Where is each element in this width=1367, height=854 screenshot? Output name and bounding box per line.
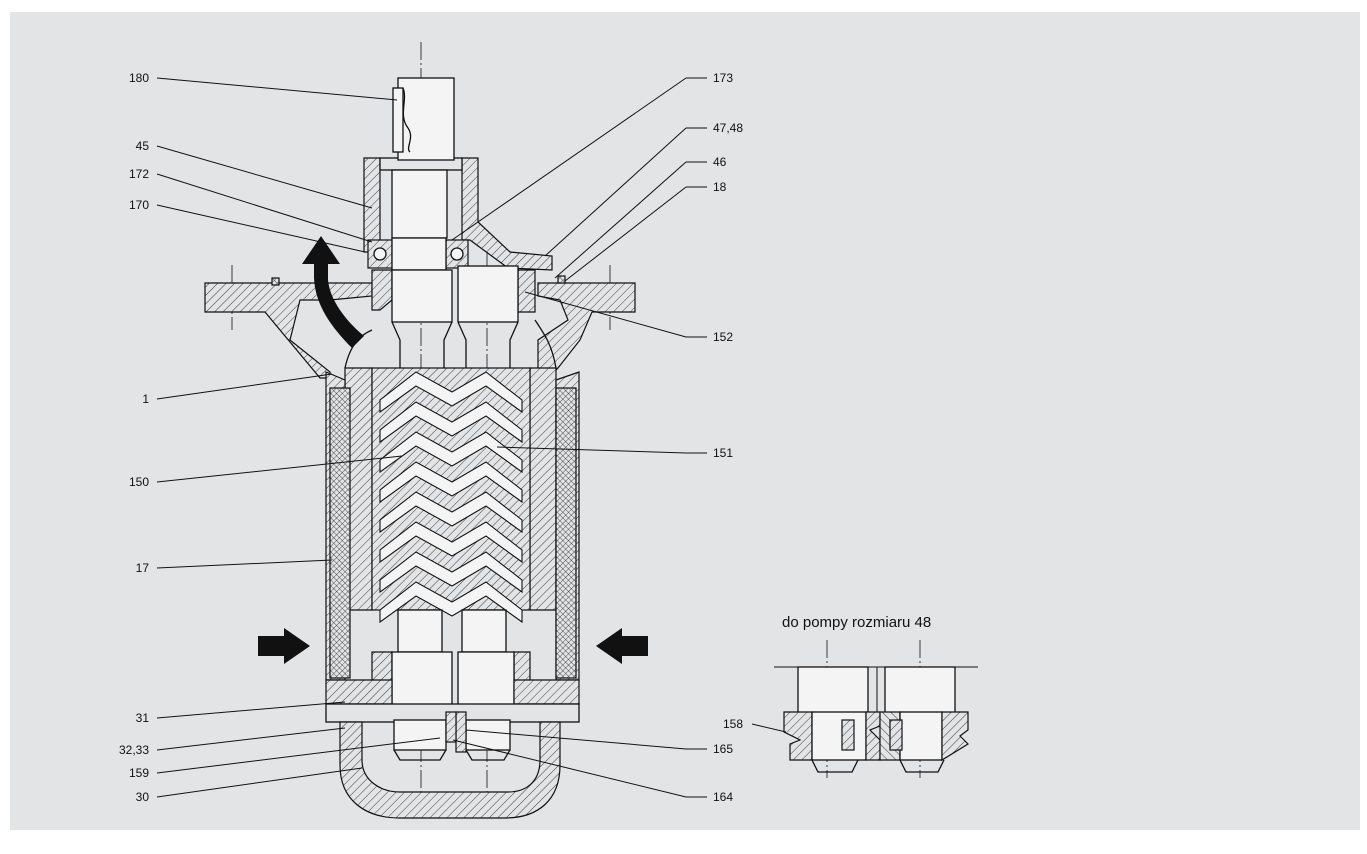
bearing-pair <box>367 237 469 271</box>
screw-flight <box>379 551 523 594</box>
screw-flight <box>379 371 523 414</box>
end-cap-30 <box>339 711 561 819</box>
detail-caption: do pompy rozmiaru 48 <box>782 614 931 631</box>
screw-flight <box>379 401 523 444</box>
drive-shaft-180 <box>392 77 455 161</box>
label-165: 165 <box>713 742 733 756</box>
label-30: 30 <box>136 790 150 804</box>
flow-arrows <box>258 236 648 664</box>
label-164: 164 <box>713 790 733 804</box>
inlet-arrow-left <box>258 628 310 664</box>
label-173: 173 <box>713 71 733 85</box>
label-180: 180 <box>129 71 149 85</box>
label-18: 18 <box>713 180 727 194</box>
labels-left: 180 45 172 170 1 150 17 31 32,33 159 30 <box>119 71 149 804</box>
label-46: 46 <box>713 155 727 169</box>
detail-view-size-48: do pompy rozmiaru 48 158 <box>723 614 978 778</box>
label-31: 31 <box>136 711 150 725</box>
label-32-33: 32,33 <box>119 743 149 757</box>
label-159: 159 <box>129 766 149 780</box>
inlet-arrow-right <box>596 628 648 664</box>
screw-flight <box>379 491 523 534</box>
upper-shafts <box>344 265 557 369</box>
jacket-part-17 <box>329 387 577 679</box>
label-45: 45 <box>136 139 150 153</box>
label-17: 17 <box>136 561 150 575</box>
label-151: 151 <box>713 446 733 460</box>
leader-lines-right <box>451 77 707 798</box>
label-47-48: 47,48 <box>713 121 743 135</box>
label-152: 152 <box>713 330 733 344</box>
screw-flights <box>379 371 523 624</box>
seal-rings <box>271 275 566 286</box>
screw-flight <box>379 431 523 474</box>
drawing-panel <box>10 12 1360 830</box>
label-1: 1 <box>142 392 149 406</box>
screw-flight <box>379 581 523 624</box>
leader-lines-left <box>156 77 441 798</box>
label-150: 150 <box>129 475 149 489</box>
labels-right: 173 47,48 46 18 152 151 165 164 <box>713 71 743 804</box>
label-170: 170 <box>129 198 149 212</box>
label-158: 158 <box>723 717 743 731</box>
label-172: 172 <box>129 167 149 181</box>
outlet-flow-arrow <box>302 236 364 348</box>
screw-flight <box>379 461 523 504</box>
screw-flight <box>379 521 523 564</box>
rotor-set <box>371 367 531 624</box>
